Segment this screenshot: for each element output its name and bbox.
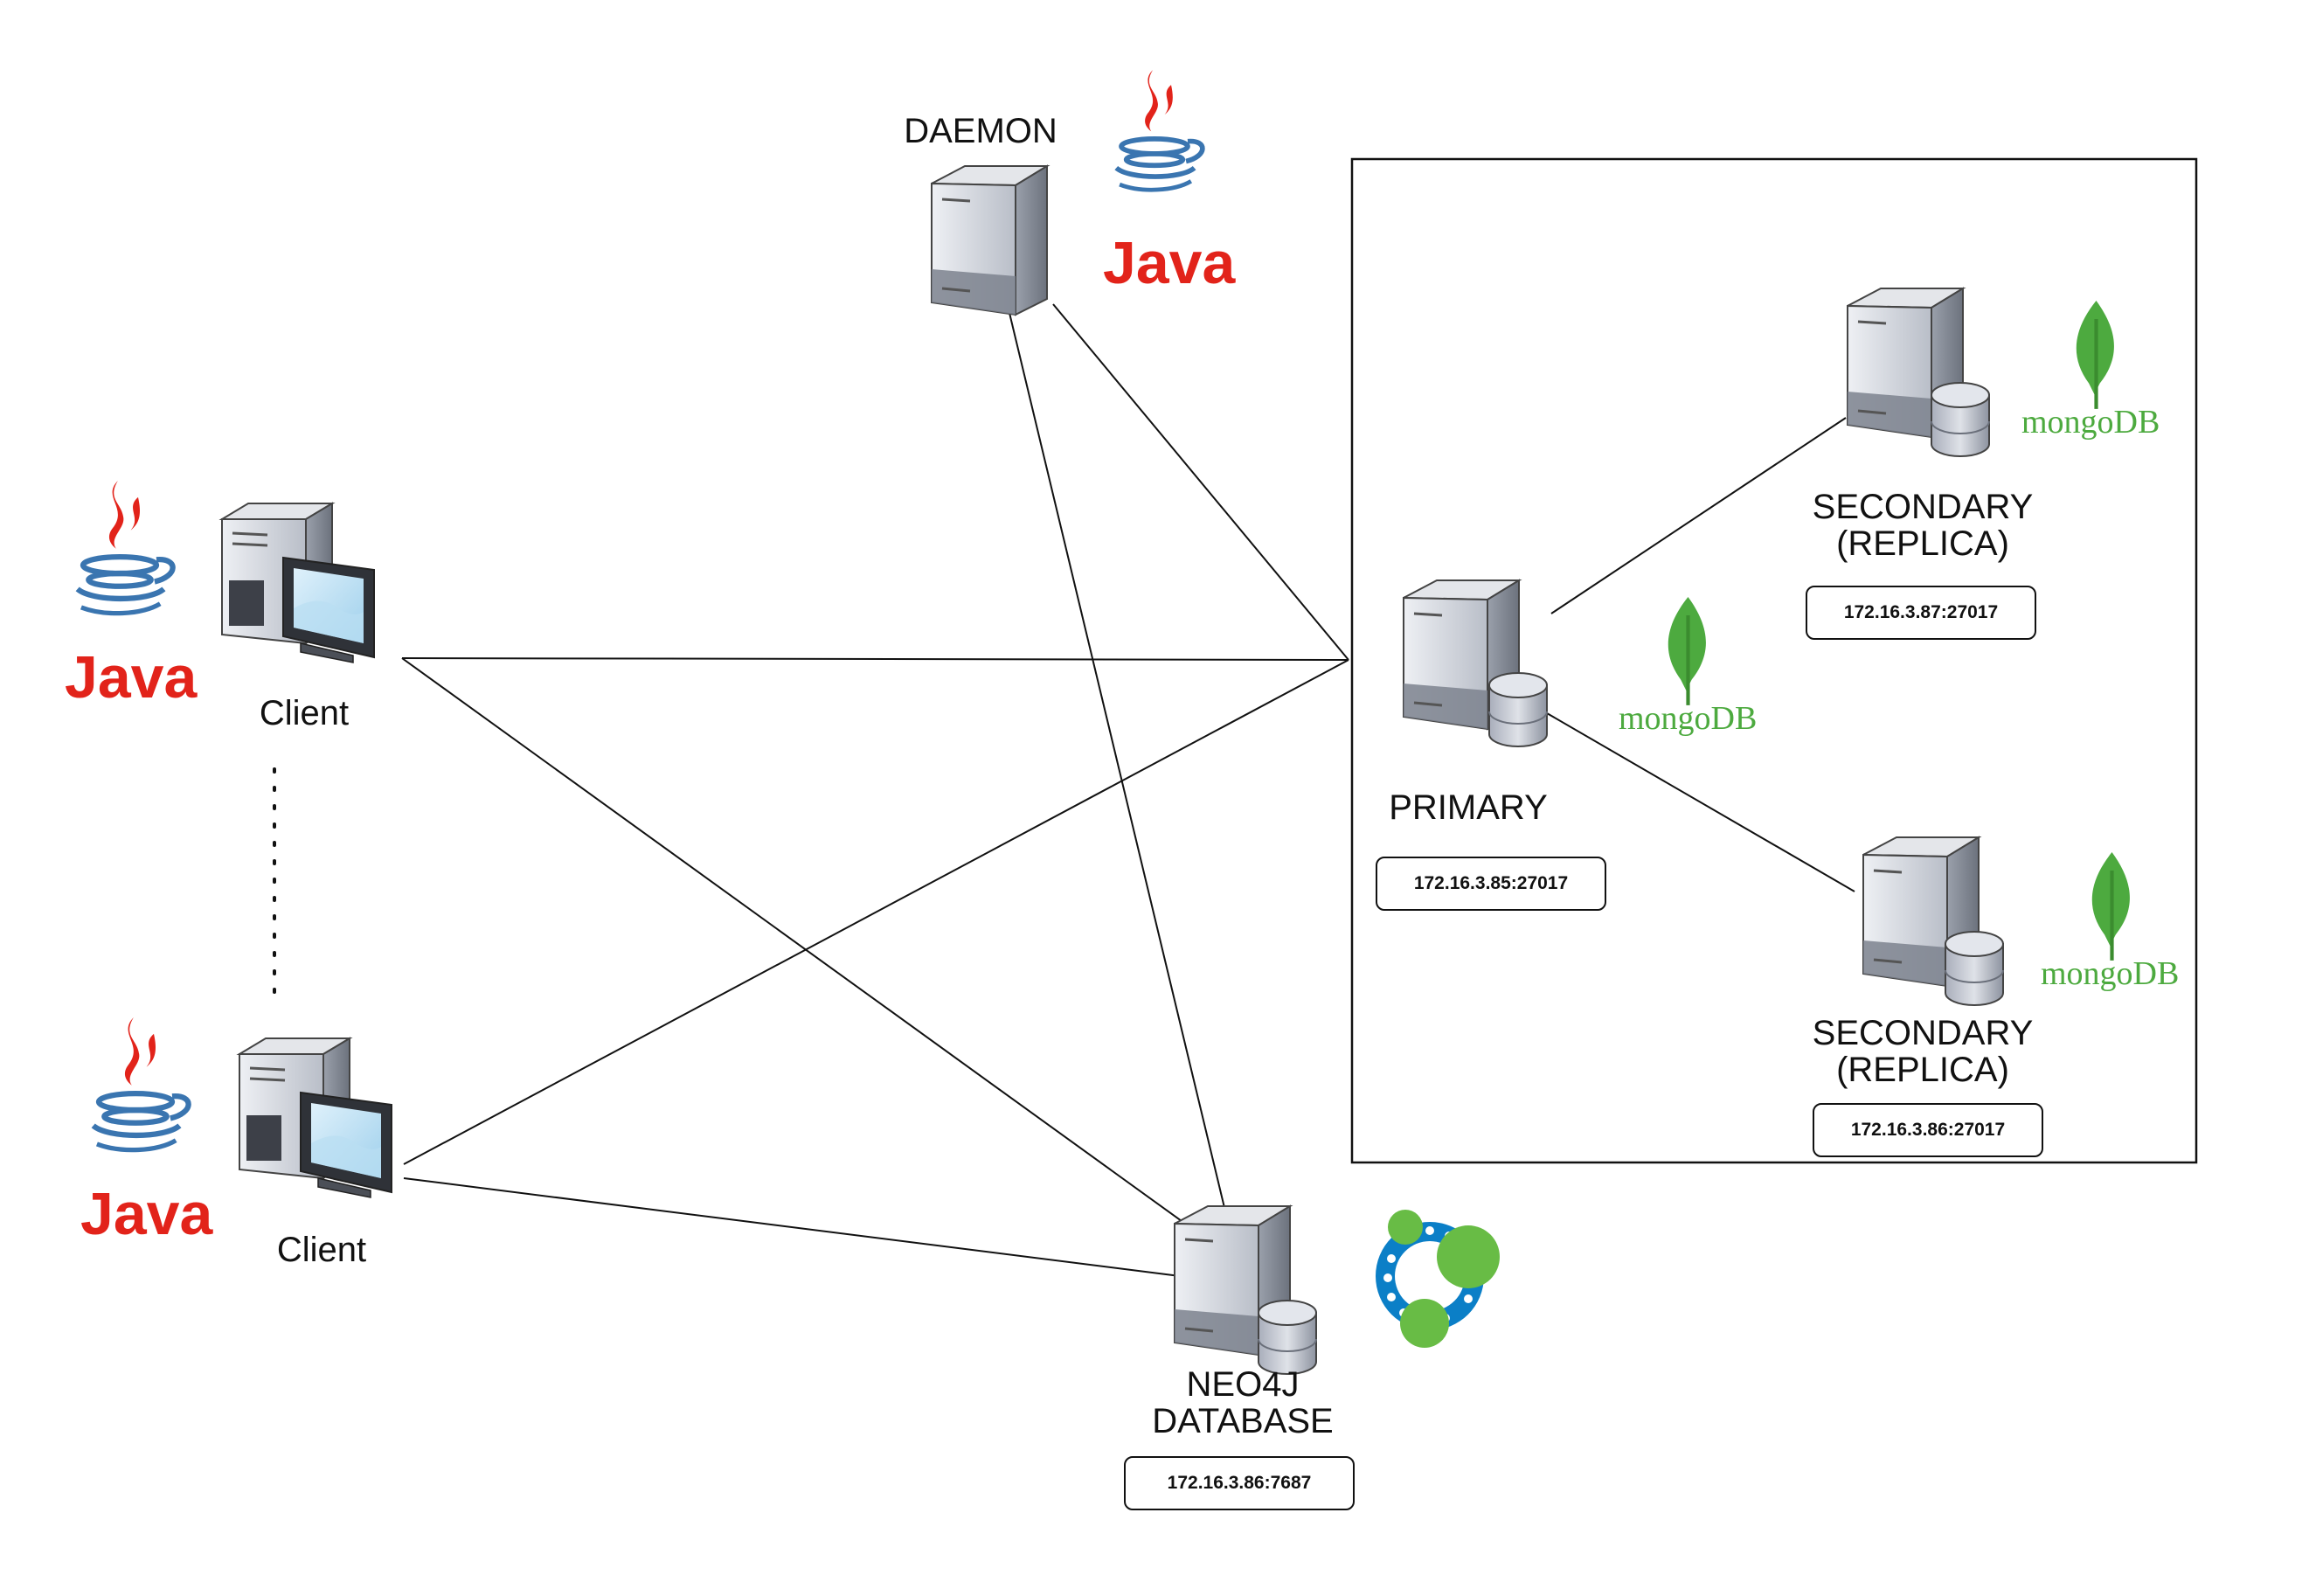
- database-icon: [1488, 672, 1548, 747]
- database-icon: [1945, 931, 2004, 1006]
- java-icon: Java: [65, 481, 198, 711]
- svg-text:mongoDB: mongoDB: [2021, 404, 2160, 441]
- edge-daemon-primary: [1052, 303, 1349, 661]
- replica-set-boundary: [1350, 157, 2198, 1164]
- edge-client2-primary: [403, 659, 1349, 1165]
- mongodb-icon: mongoDB: [2041, 852, 2179, 992]
- client-label: Client: [259, 694, 350, 732]
- java-icon: Java: [1103, 70, 1236, 296]
- edge-primary-secondary-bottom: [1546, 712, 1855, 892]
- daemon-server-icon[interactable]: [930, 164, 1049, 316]
- svg-text:Java: Java: [1103, 230, 1236, 296]
- svg-text:mongoDB: mongoDB: [2041, 955, 2179, 992]
- client-workstation-icon[interactable]: [238, 1037, 393, 1199]
- database-icon: [1258, 1300, 1317, 1375]
- neo4j-label-line1: NEO4J: [1186, 1365, 1300, 1404]
- database-icon: [1931, 382, 1990, 457]
- edge-client1-primary: [401, 657, 1349, 661]
- primary-address-box: 172.16.3.85:27017: [1376, 857, 1606, 911]
- secondary-label-line1: SECONDARY: [1812, 1014, 2034, 1052]
- primary-label: PRIMARY: [1389, 788, 1548, 827]
- connection-lines: [273, 303, 1855, 1277]
- mongodb-icon: mongoDB: [1619, 597, 1757, 737]
- svg-text:mongoDB: mongoDB: [1619, 700, 1757, 737]
- secondary-address-box: 172.16.3.86:27017: [1813, 1103, 2043, 1157]
- neo4j-icon: [1376, 1210, 1500, 1348]
- mongodb-icon: mongoDB: [2021, 301, 2160, 441]
- secondary-label-line2: (REPLICA): [1836, 1051, 2009, 1089]
- neo4j-address-box: 172.16.3.86:7687: [1124, 1456, 1355, 1510]
- svg-text:Java: Java: [80, 1181, 213, 1247]
- svg-text:Java: Java: [65, 644, 198, 711]
- edge-client1-neo4j: [401, 657, 1198, 1233]
- edge-daemon-neo4j: [1009, 312, 1227, 1216]
- edge-client2-neo4j: [403, 1177, 1181, 1277]
- daemon-label: DAEMON: [904, 112, 1057, 150]
- secondary-label-line2: (REPLICA): [1836, 524, 2009, 563]
- edge-primary-secondary-top: [1550, 417, 1847, 614]
- client-label: Client: [276, 1231, 367, 1269]
- client-workstation-icon[interactable]: [220, 502, 376, 664]
- neo4j-label-line2: DATABASE: [1152, 1402, 1334, 1440]
- secondary-label-line1: SECONDARY: [1812, 488, 2034, 526]
- secondary-address-box: 172.16.3.87:27017: [1806, 586, 2036, 640]
- java-icon: Java: [80, 1017, 213, 1247]
